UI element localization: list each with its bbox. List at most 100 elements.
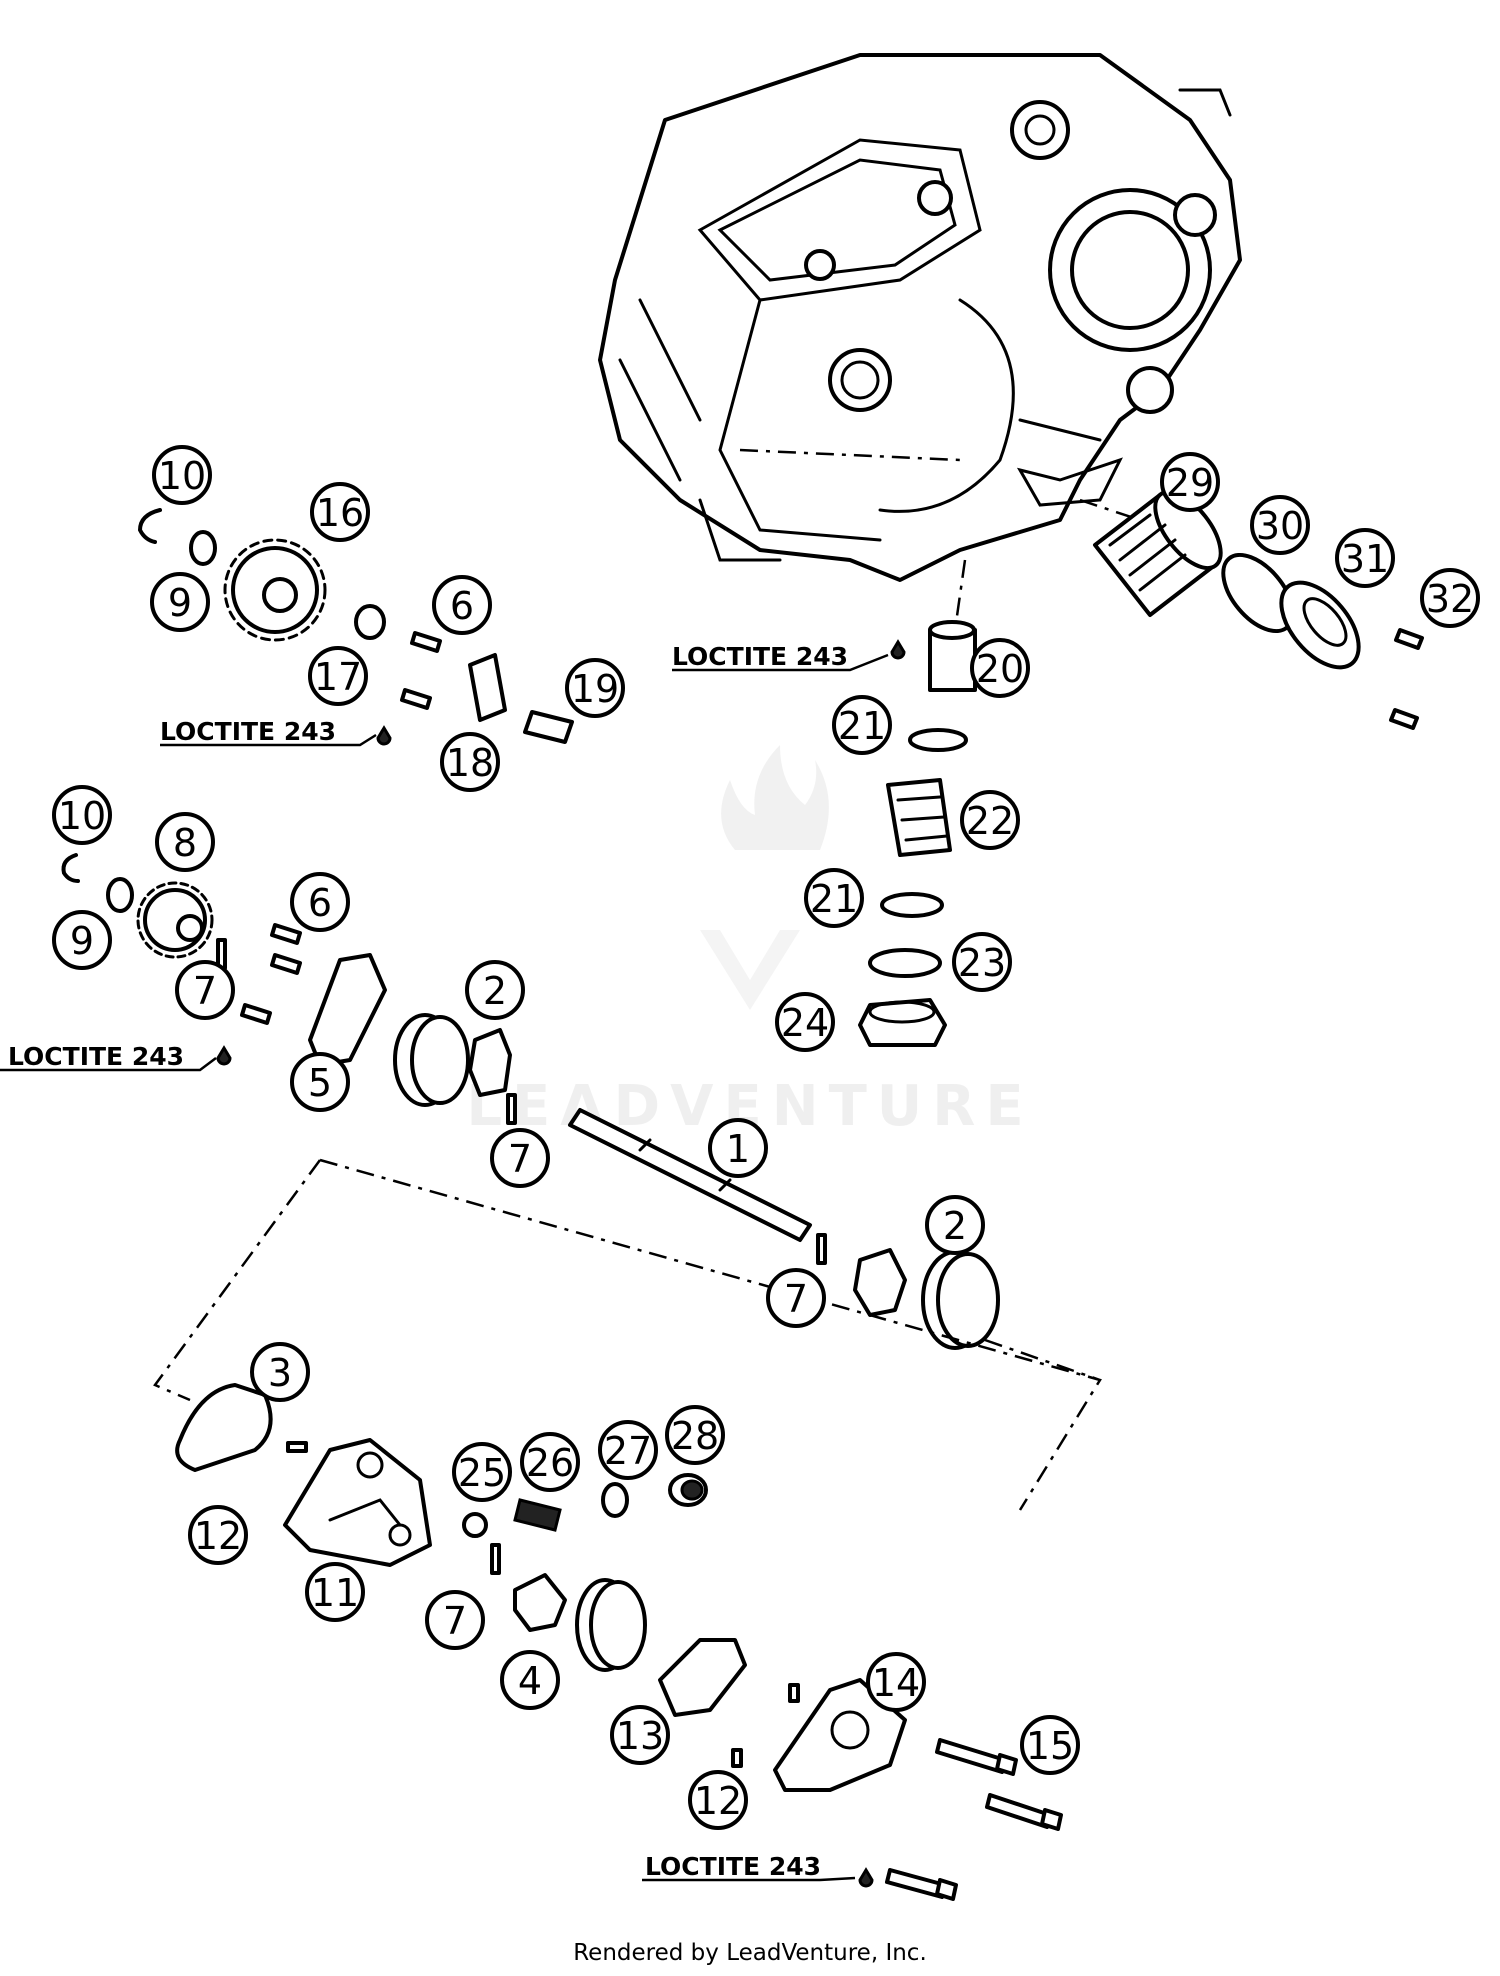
gasket-3 [175, 1383, 273, 1472]
callout-c14: 14 [866, 1652, 926, 1712]
callout-circle [610, 1705, 670, 1765]
callout-c22: 22 [960, 790, 1020, 850]
callout-number: 5 [308, 1061, 332, 1105]
callout-number: 6 [450, 584, 474, 628]
rotor-inner-2a [468, 1028, 512, 1097]
callout-circle [490, 1128, 550, 1188]
callout-c4: 4 [500, 1650, 560, 1710]
callout-c24: 24 [775, 992, 835, 1052]
callout-circle [452, 1442, 512, 1502]
callout-number: 21 [810, 877, 858, 921]
callout-circle [832, 695, 892, 755]
callout-c9b: 9 [52, 910, 112, 970]
callout-circle [1160, 452, 1220, 512]
dowel-12b [788, 1683, 800, 1703]
callout-number: 16 [316, 491, 364, 535]
pin-7b [506, 1093, 517, 1125]
callout-c13: 13 [610, 1705, 670, 1765]
callout-number: 2 [943, 1204, 967, 1248]
callout-c25: 25 [452, 1442, 512, 1502]
callout-number: 10 [158, 454, 206, 498]
callout-c26: 26 [520, 1432, 580, 1492]
ball-25 [462, 1512, 488, 1538]
o-ring-21b [880, 892, 944, 918]
cover-5 [308, 953, 387, 1067]
o-ring-27 [601, 1482, 629, 1518]
callout-circle [708, 1118, 768, 1178]
callout-c7c: 7 [766, 1268, 826, 1328]
loctite-drop-upper-left [376, 725, 392, 746]
footer-credit: Rendered by LeadVenture, Inc. [573, 1940, 927, 1966]
rotor-inner-2b [853, 1248, 907, 1317]
bolts-15 [885, 1738, 1063, 1901]
callout-number: 19 [571, 667, 619, 711]
loctite-leader-bottom [642, 1876, 856, 1882]
screw-6c [270, 923, 302, 945]
callout-c11: 11 [305, 1562, 365, 1622]
callout-circle [290, 1052, 350, 1112]
callout-number: 6 [308, 881, 332, 925]
callout-number: 9 [70, 919, 94, 963]
screw-6a [410, 631, 442, 653]
callout-number: 7 [193, 969, 217, 1013]
callout-c21b: 21 [804, 868, 864, 928]
callout-number: 22 [966, 799, 1014, 843]
loctite-label-upper-left: LOCTITE 243 [160, 717, 336, 746]
callout-c31: 31 [1335, 528, 1395, 588]
callout-c1: 1 [708, 1118, 768, 1178]
callout-number: 10 [58, 794, 106, 838]
oil-filter [1093, 490, 1223, 617]
shaft-1 [568, 1108, 812, 1242]
callout-number: 12 [694, 1779, 742, 1823]
dowel-12a [286, 1441, 308, 1453]
callout-c21a: 21 [832, 695, 892, 755]
circlip-10a [138, 508, 162, 544]
needle-bearing-17 [354, 604, 386, 640]
rotor-outer-4 [575, 1578, 647, 1672]
callout-number: 4 [518, 1659, 542, 1703]
callout-c23: 23 [952, 932, 1012, 992]
callout-circle [775, 992, 835, 1052]
callout-circle [1420, 568, 1480, 628]
gear-8 [136, 881, 214, 959]
callout-number: 13 [616, 1714, 664, 1758]
circlip-10b [61, 853, 80, 883]
washer-9b [106, 877, 134, 913]
callout-c3: 3 [250, 1342, 310, 1402]
leadventure-watermark: LEADVENTURE [466, 745, 1024, 1139]
callout-circle [440, 732, 500, 792]
callout-number: 2 [483, 969, 507, 1013]
callout-number: 17 [314, 655, 362, 699]
washer-9a [189, 530, 217, 566]
loctite-drop-bottom [858, 1867, 874, 1888]
callout-circle [688, 1770, 748, 1830]
callout-number: 25 [458, 1451, 506, 1495]
callout-c18: 18 [440, 732, 500, 792]
loctite-leader-top [672, 653, 889, 672]
callout-circle [960, 790, 1020, 850]
loctite-leader-middle-left [0, 1057, 217, 1072]
callout-number: 20 [976, 647, 1024, 691]
shaft-19 [523, 710, 574, 744]
callout-c5: 5 [290, 1052, 350, 1112]
callout-number: 18 [446, 741, 494, 785]
callout-number: 12 [194, 1514, 242, 1558]
gasket-13 [658, 1638, 747, 1717]
plug-28 [668, 1473, 708, 1507]
loctite-drop-middle-left [216, 1045, 232, 1066]
pin-7d [490, 1543, 501, 1575]
callout-c2b: 2 [925, 1195, 985, 1255]
callout-circle [1020, 1715, 1080, 1775]
callout-circle [1335, 528, 1395, 588]
o-ring-21a [908, 728, 968, 752]
callout-circle [432, 575, 492, 635]
screws-32 [1389, 628, 1424, 730]
rotor-outer-2b [921, 1250, 1000, 1350]
callout-c10b: 10 [52, 785, 112, 845]
leader-crankcase-to-screen [953, 559, 967, 631]
screen-fitting [928, 620, 977, 692]
screw-plug [858, 998, 947, 1047]
loctite-label-bottom: LOCTITE 243 [645, 1852, 821, 1881]
